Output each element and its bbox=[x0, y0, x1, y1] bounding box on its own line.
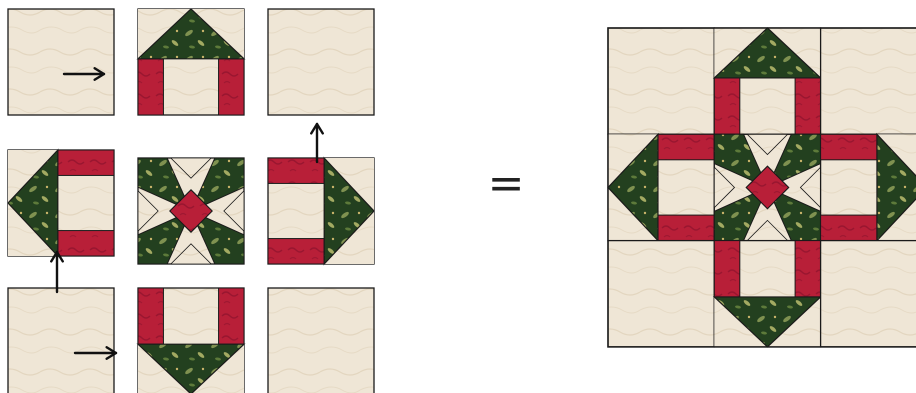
arrow-head bbox=[50, 250, 64, 263]
block-plain-bottom-left bbox=[7, 287, 115, 393]
background-square bbox=[607, 239, 715, 348]
finished-block-plain-bottom-right bbox=[819, 239, 916, 348]
arrow-up-left bbox=[50, 250, 64, 294]
red-leg-1 bbox=[820, 214, 878, 242]
background-square bbox=[819, 239, 916, 348]
finished-block-flying-geese-bottom bbox=[712, 239, 823, 348]
arrow-head bbox=[105, 346, 118, 360]
red-leg-1 bbox=[218, 58, 245, 116]
finished-block-flying-geese-left bbox=[607, 132, 715, 243]
finished-block-plain-bottom-left bbox=[607, 239, 715, 348]
finished-block-plain-top-left bbox=[607, 27, 715, 135]
red-leg-1 bbox=[794, 77, 822, 135]
cream-notch-3 bbox=[137, 189, 159, 233]
cream-notch-1 bbox=[223, 189, 245, 233]
red-center-diamond bbox=[169, 189, 213, 233]
green-goose-triangle bbox=[136, 8, 246, 60]
arrow-right-bottom bbox=[73, 346, 118, 360]
background-square bbox=[819, 27, 916, 135]
green-goose-triangle bbox=[136, 343, 246, 393]
finished-quilt-block bbox=[607, 27, 916, 348]
red-leg-0 bbox=[713, 77, 741, 135]
red-leg-0 bbox=[713, 240, 741, 298]
red-leg-0 bbox=[137, 58, 164, 116]
block-flying-geese-bottom bbox=[136, 287, 246, 393]
background-square bbox=[267, 8, 375, 116]
background-square bbox=[7, 287, 115, 393]
red-leg-1 bbox=[267, 238, 325, 265]
green-goose-triangle bbox=[607, 132, 659, 243]
finished-block-border bbox=[607, 27, 916, 348]
red-leg-0 bbox=[57, 149, 115, 176]
red-leg-0 bbox=[267, 157, 325, 184]
red-leg-0 bbox=[820, 133, 878, 161]
block-flying-geese-left bbox=[7, 148, 115, 258]
finished-block-flying-geese-top bbox=[712, 27, 823, 135]
finished-block-plain-top-right bbox=[819, 27, 916, 135]
green-goose-triangle bbox=[712, 296, 823, 348]
green-goose-triangle bbox=[7, 148, 59, 258]
cream-notch-0 bbox=[169, 157, 213, 179]
block-plain-bottom-right bbox=[267, 287, 375, 393]
green-goose-triangle bbox=[876, 132, 916, 243]
red-leg-1 bbox=[794, 240, 822, 298]
red-leg-1 bbox=[57, 230, 115, 257]
equals-sign: = bbox=[488, 158, 525, 209]
green-goose-triangle bbox=[712, 27, 823, 79]
assembly-arrows bbox=[50, 67, 324, 360]
arrow-head bbox=[310, 122, 324, 135]
cream-notch-0 bbox=[746, 133, 789, 156]
unit-blocks-grid bbox=[7, 8, 375, 393]
green-goose-triangle bbox=[323, 156, 375, 266]
red-center-diamond bbox=[745, 165, 790, 210]
red-leg-0 bbox=[657, 133, 715, 161]
block-center-square-in-square bbox=[137, 157, 245, 265]
cream-notch-2 bbox=[169, 243, 213, 265]
red-leg-1 bbox=[657, 214, 715, 242]
arrow-head bbox=[93, 67, 106, 81]
background-square bbox=[7, 8, 115, 116]
block-flying-geese-right bbox=[267, 156, 375, 266]
block-plain-top-right bbox=[267, 8, 375, 116]
red-leg-0 bbox=[137, 287, 164, 345]
block-flying-geese-top bbox=[136, 8, 246, 116]
arrow-right-top bbox=[62, 67, 106, 81]
background-square bbox=[607, 27, 715, 135]
background-square bbox=[267, 287, 375, 393]
block-plain-top-left bbox=[7, 8, 115, 116]
red-leg-1 bbox=[218, 287, 245, 345]
finished-block-flying-geese-right bbox=[819, 132, 916, 243]
cream-notch-3 bbox=[713, 166, 736, 209]
finished-block-center-square-in-square bbox=[713, 133, 822, 242]
arrow-up-right bbox=[310, 122, 324, 164]
